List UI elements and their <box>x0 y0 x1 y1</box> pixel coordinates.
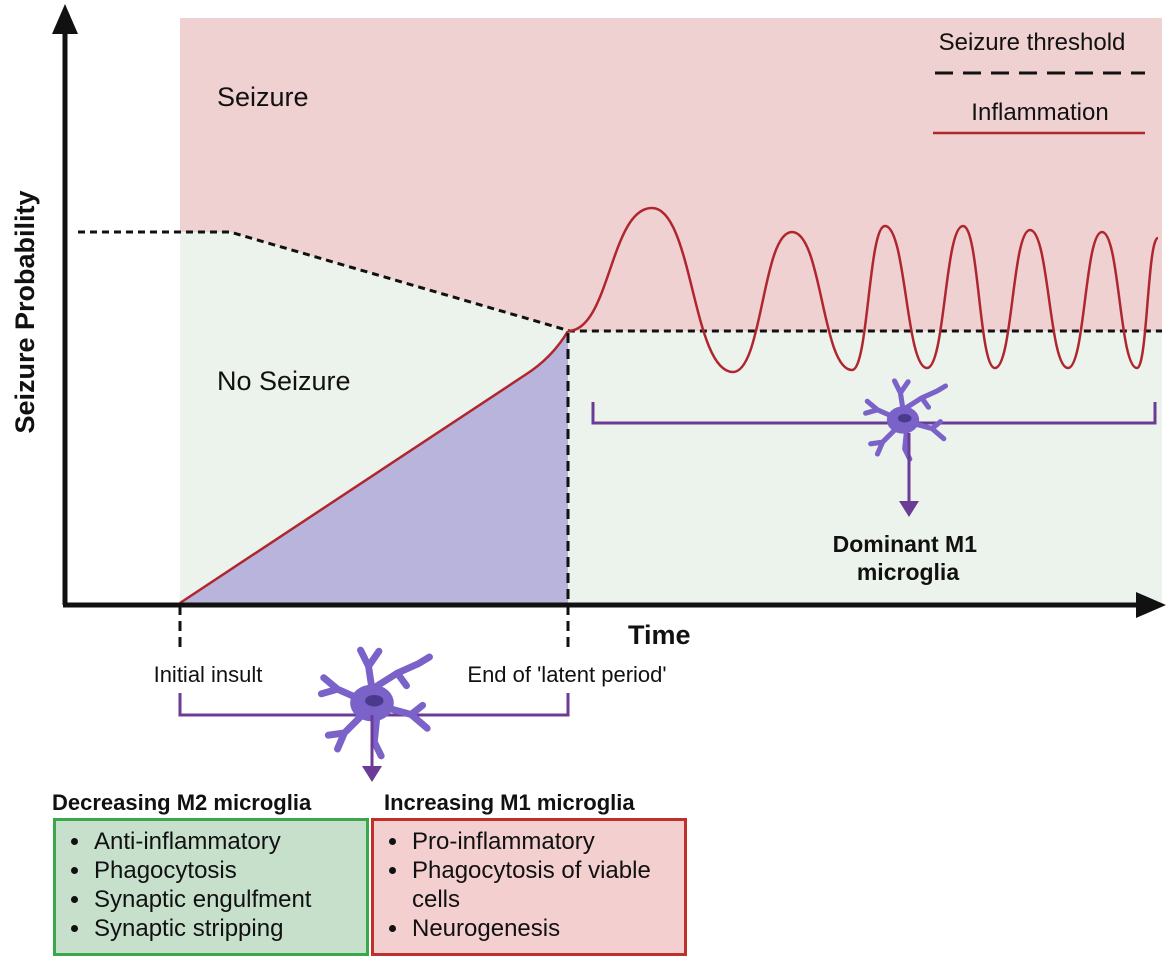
inflammation-line-oscillation <box>567 206 1160 374</box>
legend-threshold-label: Seizure threshold <box>939 29 1126 56</box>
latent-period-area <box>180 331 568 603</box>
list-item: Pro-inflammatory <box>410 827 684 856</box>
list-item: Phagocytosis <box>92 856 366 885</box>
m1-box-title: Increasing M1 microglia <box>384 790 635 815</box>
x-axis-arrow <box>1136 592 1166 618</box>
y-axis-label: Seizure Probability <box>10 190 40 433</box>
list-item: Neurogenesis <box>410 914 684 943</box>
latent-end-label: End of 'latent period' <box>467 662 666 687</box>
x-axis-label: Time <box>628 620 691 650</box>
no-seizure-region-label: No Seizure <box>217 366 351 396</box>
list-item: Phagocytosis of viable cells <box>410 856 684 914</box>
m2-box-title: Decreasing M2 microglia <box>52 790 312 815</box>
list-item: Synaptic engulfment <box>92 885 366 914</box>
y-axis-arrow <box>52 4 78 34</box>
seizure-threshold-line <box>78 230 1162 333</box>
initial-insult-label: Initial insult <box>154 662 263 687</box>
list-item: Synaptic stripping <box>92 914 366 943</box>
arrow-down-icon <box>362 766 382 782</box>
dominant-m1-label: Dominant M1 microglia <box>833 531 984 585</box>
arrow-down-icon <box>899 501 919 517</box>
microglia-cell-icon <box>863 378 949 462</box>
seizure-region-label: Seizure <box>217 82 309 112</box>
legend-inflammation-label: Inflammation <box>971 99 1108 126</box>
chronic-phase-bracket <box>591 402 1157 425</box>
list-item: Anti-inflammatory <box>92 827 366 856</box>
m1-microglia-box: Pro-inflammatory Phagocytosis of viable … <box>371 818 687 956</box>
microglia-cell-icon <box>317 646 433 760</box>
m2-microglia-box: Anti-inflammatory Phagocytosis Synaptic … <box>53 818 369 956</box>
inflammation-line-rise <box>179 330 570 605</box>
